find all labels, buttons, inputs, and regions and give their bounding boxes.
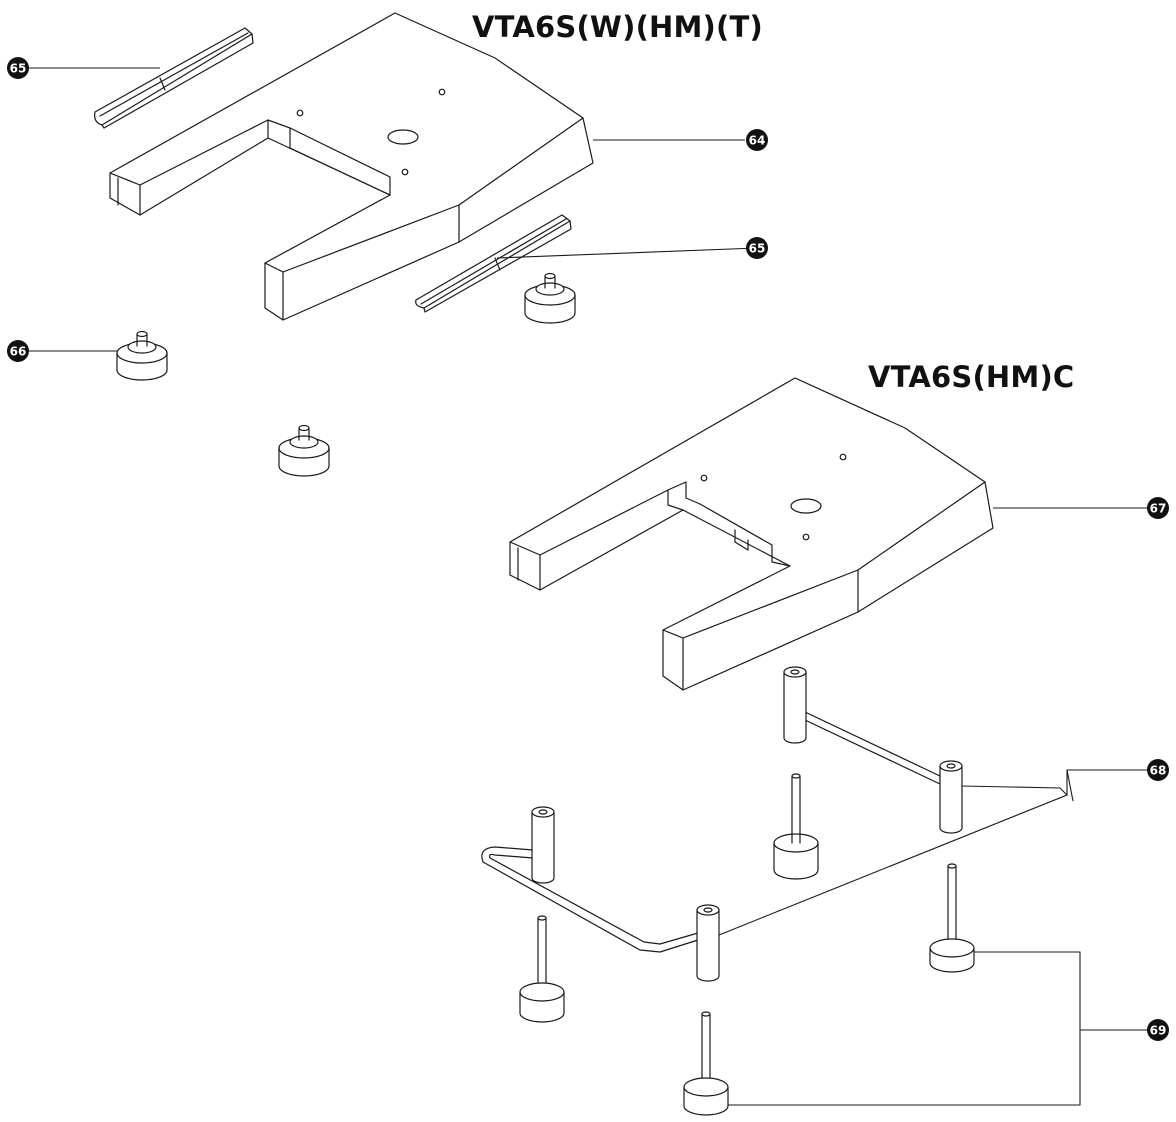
callout-68-label: 68 [1150, 764, 1167, 778]
leader-lines [28, 67, 1158, 1106]
pin-foot-69-c [519, 915, 565, 1023]
callout-65-top-left: 65 [7, 57, 29, 79]
rod-post-68-right [783, 666, 963, 834]
foot-66-a [116, 330, 168, 381]
pin-foot-69-d [683, 1011, 729, 1116]
pin-foot-69-a [773, 773, 819, 880]
guide-strip-65-upper [94, 27, 254, 129]
callout-69: 69 [1147, 1019, 1169, 1041]
callout-65-middle: 65 [746, 237, 768, 259]
guide-strip-65-lower [415, 214, 572, 313]
callout-65-label: 65 [749, 242, 766, 256]
callout-64: 64 [746, 129, 768, 151]
pin-foot-69-b [929, 863, 975, 973]
callout-67-label: 67 [1150, 502, 1167, 516]
callout-66: 66 [7, 340, 29, 362]
rod-post-68-left [481, 806, 720, 982]
callout-66-label: 66 [10, 345, 27, 359]
foot-66-c [278, 424, 330, 477]
callout-69-label: 69 [1150, 1024, 1167, 1038]
base-part-67 [509, 377, 994, 691]
callout-65-label: 65 [10, 62, 27, 76]
foot-66-b [524, 272, 576, 324]
callout-67: 67 [1147, 497, 1169, 519]
callout-68: 68 [1147, 759, 1169, 781]
callout-64-label: 64 [749, 134, 766, 148]
model-title-bottom: VTA6S(HM)C [868, 360, 1075, 394]
base-part-64 [109, 12, 594, 321]
model-title-top: VTA6S(W)(HM)(T) [472, 10, 763, 44]
